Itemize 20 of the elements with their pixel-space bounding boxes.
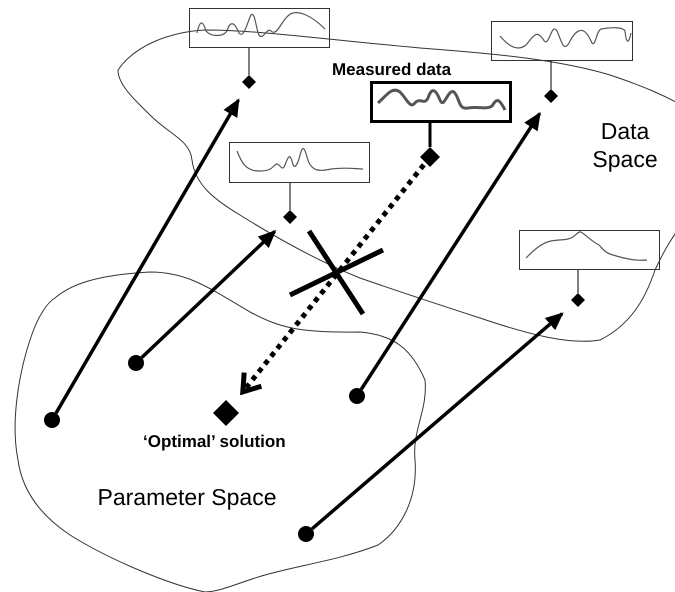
region-label: Data Space xyxy=(591,118,659,174)
connector-line xyxy=(550,60,552,90)
signal-plot-box xyxy=(229,142,370,183)
point-dot xyxy=(44,412,60,428)
connector-line xyxy=(428,123,432,147)
point-dot xyxy=(298,526,314,542)
connector-line xyxy=(248,48,250,76)
point-dot xyxy=(128,355,144,371)
plot-heading: Measured data xyxy=(332,60,452,80)
dotted-arrow xyxy=(240,163,426,394)
signal-plot-box xyxy=(491,21,633,61)
arrow xyxy=(140,230,276,359)
region-label: Parameter Space xyxy=(96,484,278,512)
arrow xyxy=(54,98,240,414)
point-label: ‘Optimal’ solution xyxy=(143,432,286,452)
point-dot xyxy=(349,388,365,404)
signal-plot-box xyxy=(189,8,330,48)
arrow xyxy=(360,112,542,390)
arrow xyxy=(310,312,564,530)
signal-plot-box xyxy=(519,230,660,270)
